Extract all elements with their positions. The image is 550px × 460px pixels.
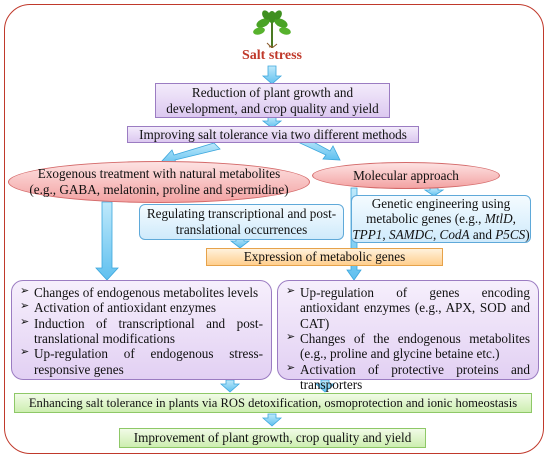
list-item: Up-regulation of endogenous stress-respo… — [20, 346, 263, 377]
enhancing-box: Enhancing salt tolerance in plants via R… — [14, 393, 532, 413]
reduction-box: Reduction of plant growth and developmen… — [155, 83, 390, 118]
arrow-left-list-to-enhancing — [219, 379, 241, 393]
gene-mtld: MtlD — [484, 211, 513, 227]
outer-frame — [4, 4, 544, 454]
regulating-text: Regulating transcriptional and post-tran… — [146, 206, 337, 237]
gene-p5cs: P5CS — [495, 226, 526, 242]
list-item: Changes of the endogenous metabolites (e… — [286, 331, 530, 362]
right-outcomes-box: Up-regulation of genes encoding antioxid… — [277, 280, 539, 392]
arrow-enhancing-to-improvement — [261, 413, 283, 427]
arrow-salt-to-reduction — [261, 65, 283, 85]
exogenous-ellipse: Exogenous treatment with natural metabol… — [8, 161, 310, 203]
list-item: Up-regulation of genes encoding antioxid… — [286, 285, 530, 331]
expression-text: Expression of metabolic genes — [243, 249, 406, 265]
plant-icon — [253, 10, 291, 48]
improving-text: Improving salt tolerance via two differe… — [139, 126, 407, 142]
arrow-exogenous-to-left-list — [95, 201, 119, 281]
regulating-box: Regulating transcriptional and post-tran… — [139, 204, 344, 240]
gene-tpp1: TPP1 — [352, 226, 383, 242]
expression-box: Expression of metabolic genes — [206, 248, 443, 266]
improving-box: Improving salt tolerance via two differe… — [127, 126, 419, 143]
exogenous-line-1: Exogenous treatment with natural metabol… — [37, 166, 281, 182]
list-item: Activation of protective proteins and tr… — [286, 362, 530, 393]
exogenous-line-2: (e.g., GABA, melatonin, proline and sper… — [29, 182, 289, 197]
improvement-text: Improvement of plant growth, crop qualit… — [133, 430, 412, 446]
gene-coda: CodA — [439, 226, 470, 242]
genetic-engineering-box: Genetic engineering using metabolic gene… — [351, 195, 531, 243]
improvement-box: Improvement of plant growth, crop qualit… — [119, 428, 426, 448]
molecular-ellipse: Molecular approach — [312, 162, 500, 189]
list-item: Activation of antioxidant enzymes — [20, 300, 263, 315]
reduction-text: Reduction of plant growth and developmen… — [166, 84, 379, 116]
genetic-engineering-text: Genetic engineering using metabolic gene… — [352, 195, 530, 242]
arrow-molecular-to-genetic — [423, 187, 445, 197]
enhancing-text: Enhancing salt tolerance in plants via R… — [28, 395, 518, 410]
list-item: Induction of transcriptional and post-tr… — [20, 316, 263, 347]
list-item: Changes of endogenous metabolites levels — [20, 285, 263, 300]
gene-samdc: SAMDC — [388, 226, 433, 242]
left-outcomes-box: Changes of endogenous metabolites levels… — [11, 280, 272, 380]
left-outcomes-list: Changes of endogenous metabolites levels… — [20, 285, 263, 377]
right-outcomes-list: Up-regulation of genes encoding antioxid… — [286, 285, 530, 392]
salt-stress-title: Salt stress — [241, 48, 303, 63]
molecular-text: Molecular approach — [353, 167, 459, 183]
